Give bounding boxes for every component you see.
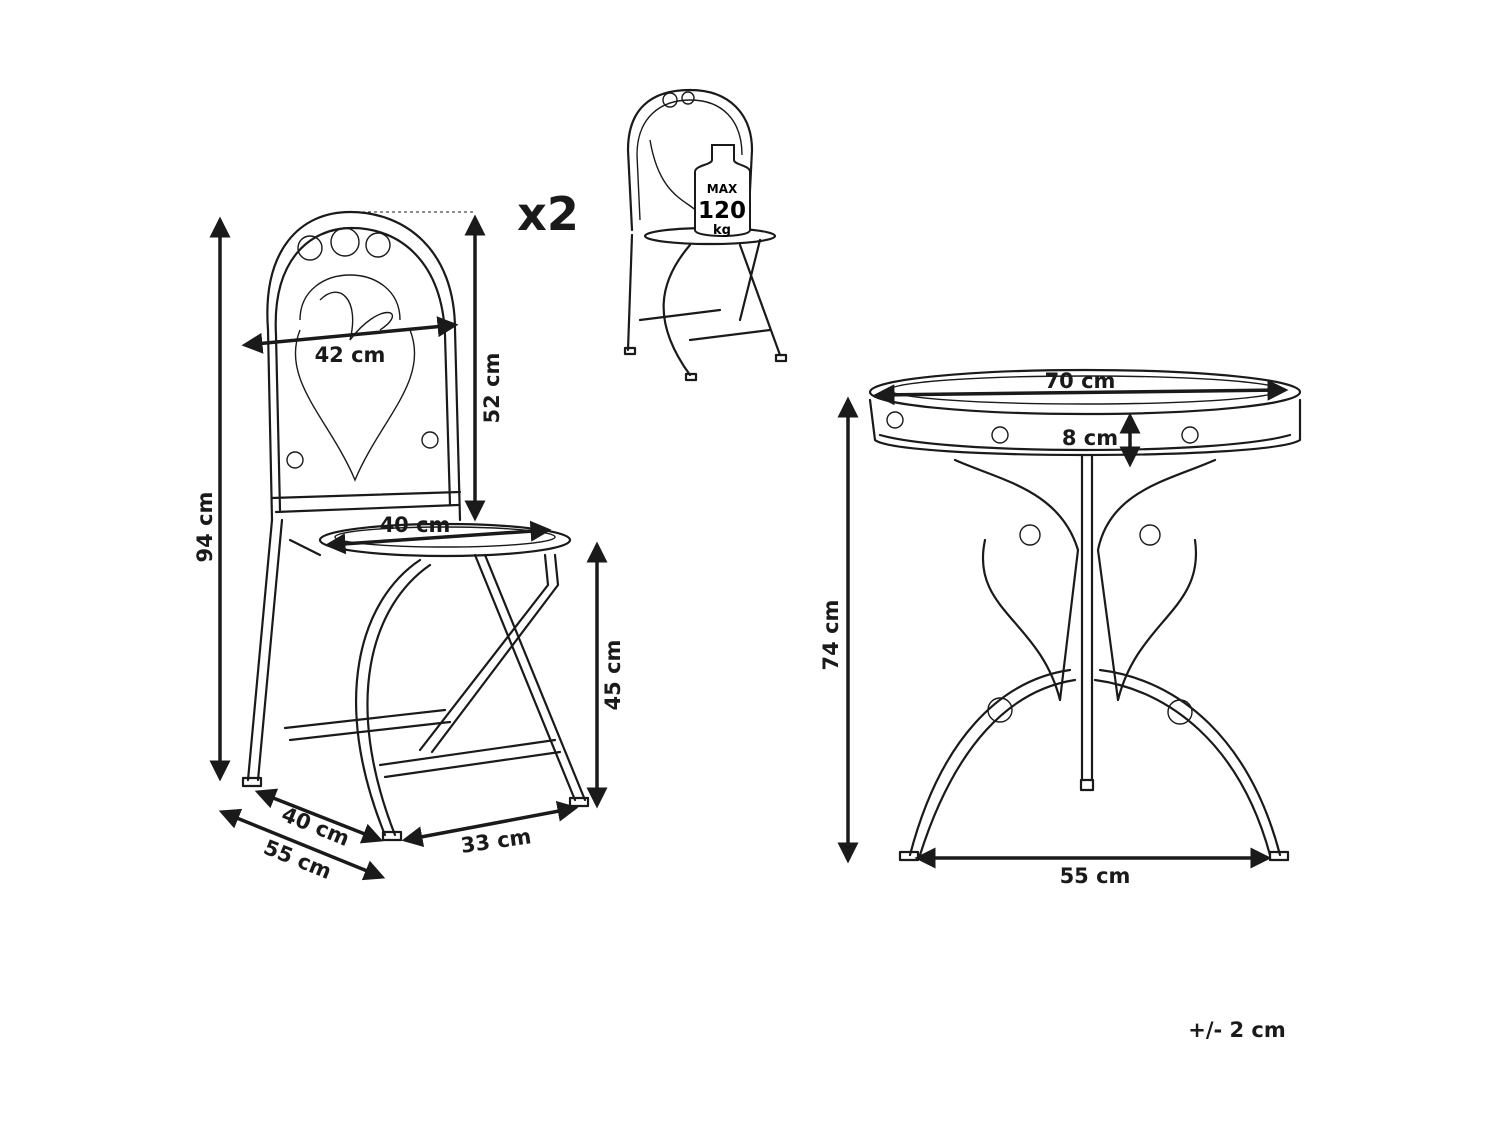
seat-height-label: 45 cm <box>601 640 625 711</box>
apron-height-label: 8 cm <box>1062 426 1118 450</box>
table-base-label: 55 cm <box>1060 864 1131 888</box>
base-width-arrow <box>401 800 579 848</box>
back-width-arrow <box>241 316 459 354</box>
table-diameter-label: 70 cm <box>1045 369 1116 393</box>
tolerance-note: +/- 2 cm <box>1188 1018 1286 1042</box>
chair-height-label: 94 cm <box>193 492 217 563</box>
seat-width-arrow <box>324 520 552 555</box>
table-diameter-arrow <box>873 379 1289 406</box>
back-width-label: 42 cm <box>315 343 386 367</box>
total-depth-arrow <box>218 808 386 881</box>
table-height-label: 74 cm <box>819 600 843 671</box>
quantity-label: x2 <box>517 187 579 241</box>
svg-text:kg: kg <box>713 223 731 238</box>
svg-text:MAX: MAX <box>707 182 738 196</box>
back-height-label: 52 cm <box>480 353 504 424</box>
chair-load-drawing <box>623 88 788 382</box>
max-load-badge: MAX 120 kg <box>694 144 751 238</box>
chair-drawing <box>241 210 590 842</box>
svg-text:120: 120 <box>698 198 746 224</box>
seat-width-label: 40 cm <box>380 513 451 537</box>
